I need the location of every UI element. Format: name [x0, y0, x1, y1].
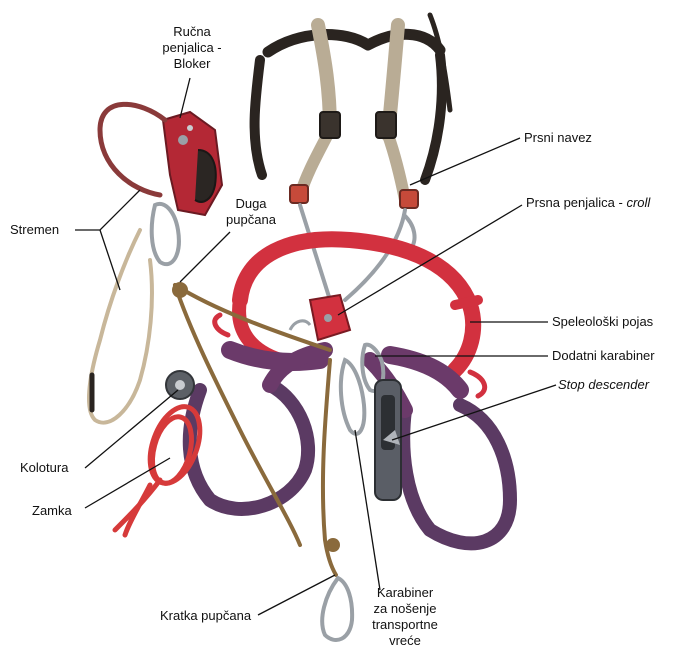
label-stop-descender: Stop descender	[558, 377, 649, 393]
label-prsna-penjalica: Prsna penjalica - croll	[526, 195, 650, 211]
label-stremen: Stremen	[10, 222, 59, 238]
stop-descender	[375, 380, 401, 500]
label-rucna-line3: Bloker	[150, 56, 234, 72]
sit-harness	[190, 239, 510, 543]
label-karabiner-transport: Karabiner za nošenje transportne vreće	[362, 585, 448, 649]
label-duga-line2: pupčana	[220, 212, 282, 228]
label-dodatni-karabiner: Dodatni karabiner	[552, 348, 655, 364]
label-karabiner-line2: za nošenje	[362, 601, 448, 617]
label-karabiner-line4: vreće	[362, 633, 448, 649]
label-zamka-text: Zamka	[32, 503, 72, 518]
label-rucna-line2: penjalica -	[150, 40, 234, 56]
hand-ascender	[163, 112, 222, 215]
label-prsni-navez: Prsni navez	[524, 130, 592, 146]
label-prsna-penjalica-italic: croll	[626, 195, 650, 210]
label-zamka: Zamka	[32, 503, 72, 519]
croll-device	[290, 295, 350, 340]
label-rucna-line1: Ručna	[150, 24, 234, 40]
label-stremen-text: Stremen	[10, 222, 59, 237]
label-stop-descender-text: Stop descender	[558, 377, 649, 392]
label-kolotura-text: Kolotura	[20, 460, 68, 475]
label-karabiner-line3: transportne	[362, 617, 448, 633]
pulley	[166, 371, 194, 399]
label-kolotura: Kolotura	[20, 460, 68, 476]
label-kratka-pupcana-text: Kratka pupčana	[160, 608, 251, 623]
label-duga-pupcana: Duga pupčana	[220, 196, 282, 228]
label-kratka-pupcana: Kratka pupčana	[160, 608, 251, 624]
label-speleoloski-pojas-text: Speleološki pojas	[552, 314, 653, 329]
label-dodatni-karabiner-text: Dodatni karabiner	[552, 348, 655, 363]
label-rucna-penjalica: Ručna penjalica - Bloker	[150, 24, 234, 72]
label-duga-line1: Duga	[220, 196, 282, 212]
label-karabiner-line1: Karabiner	[362, 585, 448, 601]
label-prsni-navez-text: Prsni navez	[524, 130, 592, 145]
label-speleoloski-pojas: Speleološki pojas	[552, 314, 653, 330]
label-prsna-penjalica-text: Prsna penjalica -	[526, 195, 626, 210]
